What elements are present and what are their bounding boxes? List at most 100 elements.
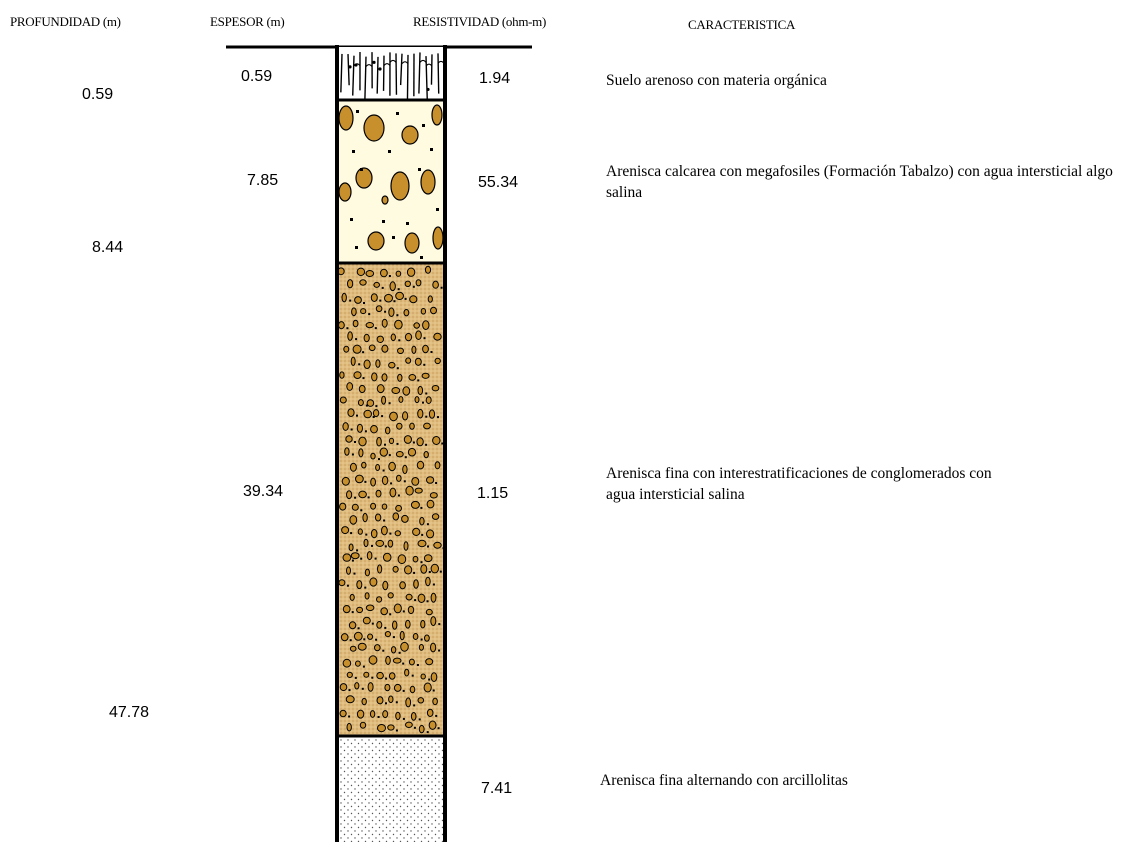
conglomerate-pebble xyxy=(340,633,349,642)
conglomerate-pebble xyxy=(384,683,391,692)
conglomerate-pebble xyxy=(339,396,347,404)
conglomerate-pebble xyxy=(405,721,413,728)
conglomerate-pebble xyxy=(432,436,441,445)
conglomerate-pebble xyxy=(423,682,432,693)
conglomerate-pebble xyxy=(417,697,425,704)
conglomerate-pebble xyxy=(430,672,438,682)
conglomerate-pebble xyxy=(392,657,402,664)
conglomerate-pebble xyxy=(412,633,419,640)
conglomerate-dot xyxy=(365,533,368,536)
conglomerate-pebble xyxy=(349,462,357,472)
conglomerate-pebble xyxy=(346,722,352,732)
conglomerate-dot xyxy=(371,622,374,625)
conglomerate-dot xyxy=(422,401,424,404)
conglomerate-pebble xyxy=(356,580,363,590)
conglomerate-dot xyxy=(416,664,419,666)
conglomerate-pebble xyxy=(417,408,424,419)
conglomerate-dot xyxy=(360,509,363,512)
conglomerate-dot xyxy=(358,363,361,366)
conglomerate-pebble xyxy=(399,630,405,641)
conglomerate-pebble xyxy=(423,554,433,563)
conglomerate-dot xyxy=(440,286,443,289)
conglomerate-dot xyxy=(425,415,428,418)
conglomerate-dot xyxy=(428,571,431,573)
conglomerate-pebble xyxy=(381,318,388,328)
conglomerate-dot xyxy=(396,442,399,445)
conglomerate-pebble xyxy=(388,461,396,472)
conglomerate-pebble xyxy=(416,437,424,447)
conglomerate-pebble xyxy=(356,423,363,433)
conglomerate-pebble xyxy=(394,530,401,537)
fossil-pebble xyxy=(338,105,354,131)
conglomerate-pebble xyxy=(430,592,437,603)
soil-grain xyxy=(348,65,352,69)
resistividad-value: 1.94 xyxy=(479,70,511,87)
conglomerate-pebble xyxy=(407,447,417,457)
conglomerate-pebble xyxy=(382,710,389,719)
conglomerate-pebble xyxy=(364,568,370,577)
caracteristica-text: Suelo arenoso con materia orgánica xyxy=(606,72,827,89)
conglomerate-pebble xyxy=(424,265,432,274)
conglomerate-pebble xyxy=(377,564,383,574)
conglomerate-dot xyxy=(382,649,385,652)
conglomerate-pebble xyxy=(346,382,354,391)
header-caracteristica: CARACTERISTICA xyxy=(688,17,796,32)
conglomerate-pebble xyxy=(381,503,388,510)
conglomerate-pebble xyxy=(356,709,365,719)
conglomerate-pebble xyxy=(355,660,361,667)
conglomerate-pebble xyxy=(362,512,368,523)
conglomerate-pebble xyxy=(370,452,376,460)
conglomerate-pebble xyxy=(407,605,415,615)
conglomerate-dot xyxy=(382,469,385,472)
conglomerate-marks xyxy=(337,265,445,734)
conglomerate-pebble xyxy=(347,279,354,289)
conglomerate-dot xyxy=(362,377,365,380)
conglomerate-pebble xyxy=(368,344,376,352)
conglomerate-pebble xyxy=(388,672,396,680)
conglomerate-pebble xyxy=(368,655,378,665)
layer-soil xyxy=(337,47,445,102)
caracteristica-text: Arenisca calcarea con megafosiles (Forma… xyxy=(606,163,1113,201)
soil-grain xyxy=(372,60,376,64)
conglomerate-pebble xyxy=(403,309,410,317)
conglomerate-dot xyxy=(426,523,429,526)
conglomerate-pebble xyxy=(355,474,364,484)
conglomerate-pebble xyxy=(376,335,384,343)
conglomerate-pebble xyxy=(369,710,376,718)
conglomerate-pebble xyxy=(370,425,378,434)
conglomerate-dot xyxy=(427,545,429,548)
conglomerate-pebble xyxy=(409,422,415,430)
conglomerate-pebble xyxy=(353,371,362,380)
conglomerate-pebble xyxy=(388,307,395,318)
conglomerate-dot xyxy=(350,428,353,431)
conglomerate-dot xyxy=(375,638,378,641)
conglomerate-pebble xyxy=(433,332,442,341)
conglomerate-dot xyxy=(384,626,387,629)
conglomerate-pebble xyxy=(391,387,401,394)
conglomerate-dot xyxy=(421,533,424,536)
conglomerate-dot xyxy=(384,443,386,446)
conglomerate-dot xyxy=(397,494,400,497)
conglomerate-dot xyxy=(353,572,356,575)
conglomerate-pebble xyxy=(426,499,435,509)
fossil-pebble xyxy=(431,104,443,126)
fossil-dot xyxy=(420,256,423,259)
conglomerate-dot xyxy=(390,482,393,485)
conglomerate-pebble xyxy=(370,529,378,539)
conglomerate-pebble xyxy=(430,563,439,574)
conglomerate-dot xyxy=(384,545,387,548)
conglomerate-pebble xyxy=(395,451,404,458)
conglomerate-pebble xyxy=(380,268,388,278)
conglomerate-dot xyxy=(389,532,392,535)
soil-stroke xyxy=(425,56,428,101)
conglomerate-pebble xyxy=(395,291,405,300)
fossil-dot xyxy=(382,220,385,223)
conglomerate-pebble xyxy=(375,359,381,368)
conglomerate-pebble xyxy=(395,270,402,277)
conglomerate-dot xyxy=(426,731,429,734)
conglomerate-pebble xyxy=(363,359,371,370)
conglomerate-pebble xyxy=(360,308,367,315)
conglomerate-dot xyxy=(395,729,398,732)
conglomerate-dot xyxy=(423,363,426,366)
conglomerate-dot xyxy=(371,676,374,679)
